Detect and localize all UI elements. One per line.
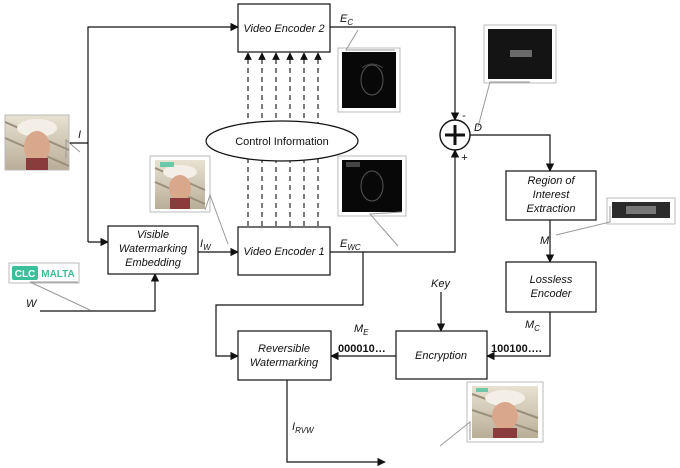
encrypted-bitstream: 000010…	[338, 343, 386, 355]
signal-plus-label: +	[461, 152, 468, 164]
callout-w	[29, 281, 91, 311]
roi-extraction-label-2: Interest	[533, 189, 571, 201]
visible-watermarking-label-2: Watermarking	[119, 243, 188, 255]
difference-frame-thumbnail-top	[337, 47, 401, 113]
roi-thumbnail	[606, 197, 676, 225]
signal-minus-label: -	[462, 110, 466, 122]
signal-iw-label: IW	[200, 238, 212, 252]
video-encoder-2-label: Video Encoder 2	[243, 23, 324, 35]
visible-watermarking-label-1: Visible	[137, 229, 169, 241]
wire-ewc-to-sum	[330, 149, 460, 253]
signal-w-label: W	[26, 298, 38, 310]
lossless-encoder-label-2: Encoder	[531, 288, 573, 300]
reversible-watermarking-block: Reversible Watermarking	[237, 330, 332, 381]
roi-extraction-block: Region of Interest Extraction	[505, 170, 597, 221]
control-information-label: Control Information	[235, 136, 329, 148]
callout-ewc	[368, 211, 403, 247]
wire-mc	[486, 312, 551, 361]
signal-key-label: Key	[431, 278, 451, 290]
callout-d	[477, 81, 530, 128]
output-frame-thumbnail	[466, 381, 544, 443]
wire-d	[470, 134, 555, 172]
encryption-block: Encryption	[395, 330, 488, 380]
visible-watermarking-label-3: Embedding	[125, 257, 182, 269]
clc-malta-logo: CLC MALTA	[8, 262, 80, 284]
control-information-ellipse: Control Information	[205, 120, 359, 162]
wire-irvw	[286, 380, 386, 467]
logo-text-right: MALTA	[41, 269, 75, 280]
wire-i-to-ve2	[87, 22, 239, 242]
signal-ec-label: EC	[340, 13, 353, 27]
visible-watermarking-block: Visible Watermarking Embedding	[107, 225, 199, 275]
roi-extraction-label-1: Region of	[527, 175, 575, 187]
lossless-encoder-block: Lossless Encoder	[505, 261, 597, 313]
difference-frame-thumbnail-bottom	[337, 155, 407, 217]
roi-extraction-label-3: Extraction	[527, 203, 576, 215]
lossless-encoder-label-1: Lossless	[530, 274, 573, 286]
signal-m-label: M	[540, 235, 550, 247]
callout-ec	[345, 29, 395, 51]
compressed-bitstream: 100100….	[491, 343, 542, 355]
callout-irvw	[439, 420, 471, 447]
control-information-arrows	[244, 52, 322, 226]
callout-m	[555, 206, 611, 236]
signal-i-label: I	[78, 129, 81, 141]
original-frame-thumbnail	[4, 114, 70, 171]
signal-mc-label: MC	[525, 319, 540, 333]
wire-w	[40, 273, 160, 312]
encryption-label: Encryption	[415, 350, 467, 362]
video-encoder-2-block: Video Encoder 2	[237, 3, 331, 53]
watermarked-frame-thumbnail	[149, 155, 211, 213]
video-encoder-1-label: Video Encoder 1	[243, 246, 324, 258]
signal-irvw-label: IRVW	[292, 421, 315, 435]
callout-iw	[204, 193, 229, 245]
reversible-watermarking-label-1: Reversible	[258, 343, 310, 355]
wire-ewc-to-rvw	[215, 252, 364, 361]
reversible-watermarking-label-2: Watermarking	[250, 357, 319, 369]
signal-d-label: D	[474, 122, 482, 134]
callout-i	[65, 138, 81, 158]
summation-node	[439, 119, 471, 151]
difference-d-thumbnail	[483, 24, 557, 84]
logo-text-left: CLC	[15, 269, 36, 280]
signal-ewc-label: EWC	[340, 238, 361, 252]
video-encoder-1-block: Video Encoder 1	[237, 226, 331, 276]
wire-ec	[330, 26, 460, 121]
signal-me-label: ME	[354, 323, 369, 337]
